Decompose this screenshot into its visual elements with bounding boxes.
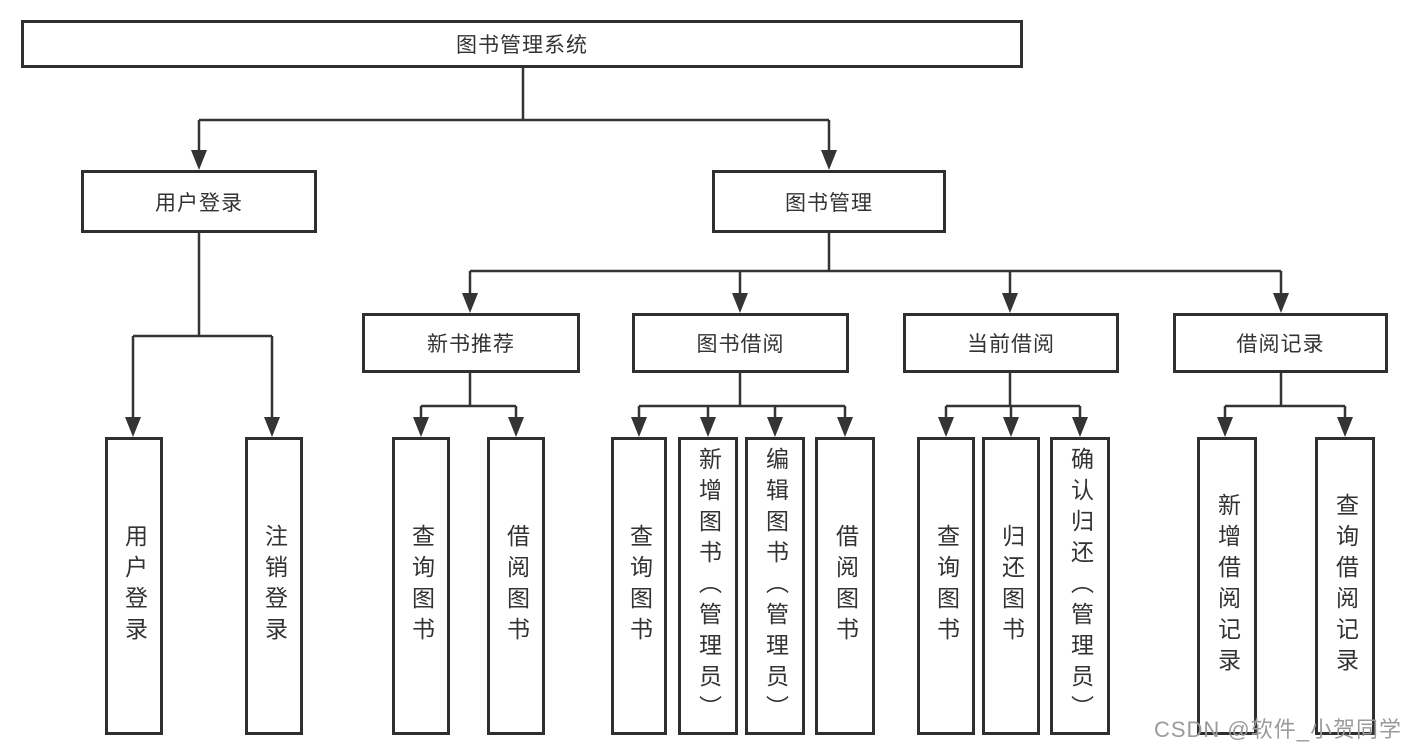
node-book-management: 图书管理 [712, 170, 946, 233]
node-book-borrowing: 图书借阅 [632, 313, 849, 373]
connector-borrowing-records-branch [1223, 373, 1347, 419]
node-library-management-system: 图书管理系统 [21, 20, 1023, 68]
node-user-login: 用户登录 [81, 170, 317, 233]
node-new-book-recommendation: 新书推荐 [362, 313, 580, 373]
node-current-borrowing: 当前借阅 [903, 313, 1119, 373]
leaf-add-book-admin: 新增图书（管理员） [678, 437, 738, 735]
leaf-borrow-books-borrow: 借阅图书 [815, 437, 875, 735]
leaf-query-borrow-record: 查询借阅记录 [1315, 437, 1375, 735]
leaf-logout: 注销登录 [245, 437, 303, 735]
leaf-query-books-recommend: 查询图书 [392, 437, 450, 735]
connector-new-book-branch [419, 373, 518, 419]
connector-current-borrowing-branch [944, 373, 1082, 419]
leaf-return-book: 归还图书 [982, 437, 1040, 735]
connector-book-management-branch [468, 233, 1283, 295]
connector-user-login-branch [131, 233, 274, 419]
node-borrowing-records: 借阅记录 [1173, 313, 1388, 373]
connector-root-to-level2 [197, 68, 831, 152]
connector-book-borrowing-branch [637, 373, 847, 419]
leaf-query-books-current: 查询图书 [917, 437, 975, 735]
leaf-confirm-return-admin: 确认归还（管理员） [1050, 437, 1110, 735]
leaf-add-borrow-record: 新增借阅记录 [1197, 437, 1257, 735]
leaf-borrow-books-recommend: 借阅图书 [487, 437, 545, 735]
leaf-edit-book-admin: 编辑图书（管理员） [745, 437, 805, 735]
arrowheads [125, 150, 1353, 437]
leaf-query-books-borrow: 查询图书 [611, 437, 667, 735]
leaf-user-login: 用户登录 [105, 437, 163, 735]
csdn-watermark: CSDN @软件_小贺同学 [1153, 717, 1402, 742]
